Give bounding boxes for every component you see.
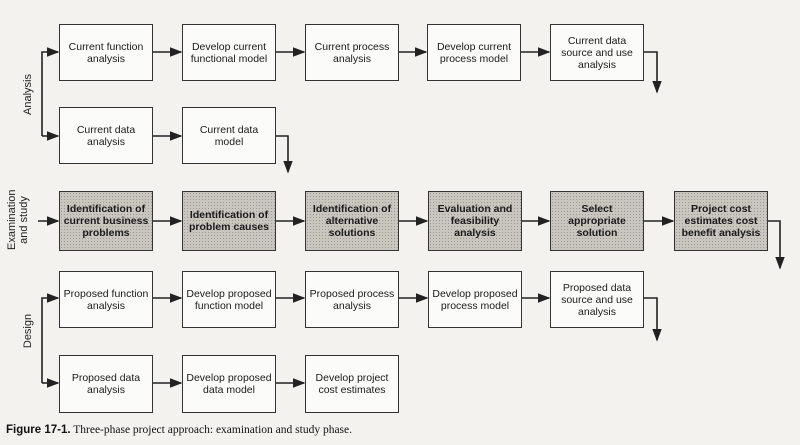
- process-box: Develop current process model: [427, 24, 521, 81]
- exam-box: Identification of current business probl…: [59, 191, 153, 251]
- process-box: Proposed process analysis: [305, 271, 399, 328]
- exam-box: Identification of alternative solutions: [305, 191, 399, 251]
- exam-label-line1: Examination: [6, 189, 18, 250]
- exam-box: Select appropriate solution: [550, 191, 644, 251]
- process-box: Develop proposed process model: [428, 271, 522, 328]
- process-box: Current data source and use analysis: [550, 24, 644, 81]
- exam-box: Project cost estimates cost benefit anal…: [674, 191, 768, 251]
- process-box: Develop proposed data model: [182, 355, 276, 413]
- process-box: Proposed data source and use analysis: [550, 271, 644, 328]
- process-box: Current data analysis: [59, 107, 153, 164]
- process-box: Proposed function analysis: [59, 271, 153, 328]
- process-box: Proposed data analysis: [59, 355, 153, 413]
- process-box: Current data model: [182, 107, 276, 164]
- process-box: Develop project cost estimates: [305, 355, 399, 413]
- caption-text: Three-phase project approach: examinatio…: [70, 424, 352, 436]
- process-box: Current process analysis: [305, 24, 399, 81]
- caption-label: Figure 17-1.: [6, 424, 71, 436]
- exam-box: Evaluation and feasibility analysis: [428, 191, 522, 251]
- figure-caption: Figure 17-1. Three-phase project approac…: [6, 424, 352, 436]
- exam-box: Identification of problem causes: [182, 191, 276, 251]
- phase-label-design: Design: [22, 313, 34, 349]
- phase-label-analysis: Analysis: [22, 74, 34, 115]
- exam-label-line2: and study: [18, 196, 30, 244]
- process-box: Develop current functional model: [182, 24, 276, 81]
- process-box: Current function analysis: [59, 24, 153, 81]
- process-box: Develop proposed function model: [182, 271, 276, 328]
